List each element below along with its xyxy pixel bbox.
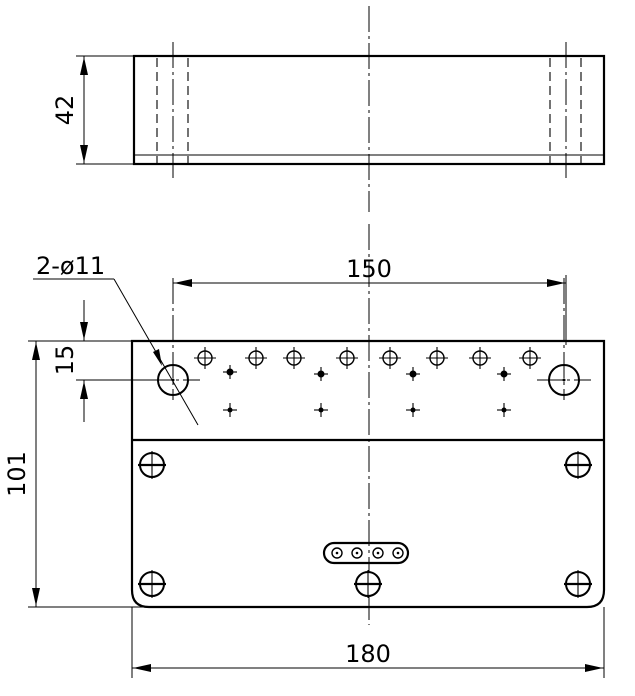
- small-hole: [379, 347, 401, 369]
- dim-height-top: 42: [51, 95, 79, 126]
- screw-hole-lower-right: [564, 570, 592, 598]
- small-hole: [469, 347, 491, 369]
- arrowhead: [80, 145, 88, 163]
- screw-hole-upper-left: [138, 451, 166, 479]
- pin-hole: [497, 403, 511, 417]
- arrowhead: [32, 342, 40, 360]
- dim-hole-callout: 2-ø11: [36, 252, 105, 280]
- arrowhead: [547, 279, 565, 287]
- pin-holes-row1: [223, 365, 511, 381]
- pin-hole: [223, 365, 237, 379]
- hole-center-mark: [562, 378, 566, 382]
- dim-overall-height: 101: [3, 451, 31, 497]
- front-view: [130, 224, 606, 625]
- pin-hole: [223, 403, 237, 417]
- small-hole: [245, 347, 267, 369]
- front-view-outline: [130, 339, 606, 609]
- screw-hole-lower-left: [138, 570, 166, 598]
- connector-slot: [322, 541, 410, 565]
- arrowhead: [133, 664, 151, 672]
- screw-hole-upper-right: [564, 451, 592, 479]
- small-hole: [336, 347, 358, 369]
- pin-hole: [406, 403, 420, 417]
- screw-hole-lower-center: [354, 570, 382, 598]
- arrowhead: [80, 322, 88, 340]
- arrowhead: [32, 588, 40, 606]
- arrowhead: [80, 381, 88, 399]
- small-hole: [194, 347, 216, 369]
- arrowhead: [153, 349, 162, 366]
- pin-hole: [314, 403, 328, 417]
- dim-overall-width: 180: [345, 640, 391, 668]
- pin-hole: [314, 367, 328, 381]
- dim-hole-offset: 15: [51, 345, 79, 376]
- arrowhead: [585, 664, 603, 672]
- top-view: 42: [51, 6, 606, 212]
- dim-hole-spacing: 150: [346, 255, 392, 283]
- arrowhead: [174, 279, 192, 287]
- dimensions-front: 2-ø11 150 15 101 180: [3, 252, 605, 678]
- pin-hole: [406, 367, 420, 381]
- small-hole: [426, 347, 448, 369]
- large-hole-right: [537, 278, 591, 400]
- small-hole: [519, 347, 541, 369]
- pin-holes-row2: [223, 403, 511, 417]
- small-hole: [283, 347, 305, 369]
- arrowhead: [80, 57, 88, 75]
- pin-hole: [497, 367, 511, 381]
- top-row-holes: [194, 347, 541, 369]
